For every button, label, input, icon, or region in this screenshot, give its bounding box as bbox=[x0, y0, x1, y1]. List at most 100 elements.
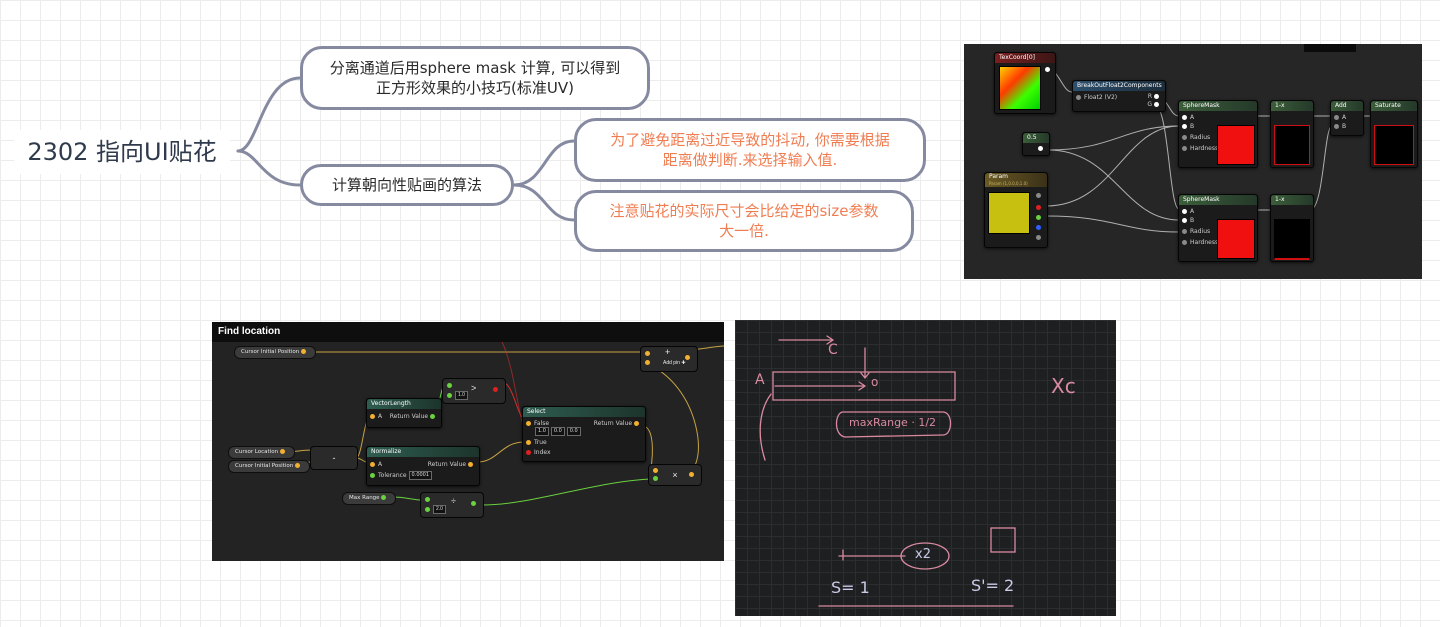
spheremask1-b-label: B bbox=[1190, 123, 1195, 130]
sketch-o: o bbox=[871, 375, 879, 389]
spheremask1-pin-a[interactable]: A bbox=[1182, 114, 1194, 121]
divide-pin-b[interactable]: 2.0 bbox=[425, 505, 446, 514]
spheremask2-pin-a[interactable]: A bbox=[1182, 208, 1194, 215]
mindmap-sub-size[interactable]: 注意贴花的实际尺寸会比给定的size参数 大一倍. bbox=[574, 190, 914, 252]
spheremask-node-1[interactable]: SphereMask A B Radius Hardness bbox=[1178, 100, 1258, 168]
spheremask1-pin-hardness[interactable]: Hardness bbox=[1182, 145, 1218, 152]
select-ret[interactable]: Return Value bbox=[594, 420, 642, 427]
select-node[interactable]: Select False 1.0 0.0 0.0 Return Value Tr… bbox=[522, 406, 646, 462]
constant-out-pin[interactable] bbox=[1038, 146, 1043, 151]
mindmap-root[interactable]: 2302 指向UI贴花 bbox=[14, 130, 230, 174]
offscreen-node bbox=[1304, 44, 1356, 52]
subtract-node[interactable]: - bbox=[310, 446, 358, 470]
add-pin-a[interactable]: A bbox=[1334, 114, 1346, 121]
param-node[interactable]: Param Param (1,0.0,0,1.0) bbox=[984, 172, 1048, 248]
multiply-op: × bbox=[672, 470, 678, 480]
multiply-pin-b[interactable] bbox=[653, 476, 658, 481]
multiply-node[interactable]: × bbox=[648, 464, 702, 486]
select-pin-false[interactable]: False bbox=[526, 420, 549, 427]
blueprint-image: Find location Cursor Initial Position Cu… bbox=[212, 322, 724, 561]
break-components-node[interactable]: BreakOutFloat2Components Float2 (V2) R G bbox=[1072, 80, 1166, 112]
var-cursor-initial-position-2[interactable]: Cursor Initial Position bbox=[228, 460, 310, 473]
oneminus2-title: 1-x bbox=[1271, 195, 1313, 205]
param-pin-g[interactable] bbox=[1036, 215, 1041, 220]
divide-op: ÷ bbox=[451, 496, 456, 506]
compare-pin-b[interactable]: 1.0 bbox=[447, 391, 468, 400]
mindmap-branch-algorithm[interactable]: 计算朝向性贴画的算法 bbox=[300, 164, 514, 206]
mindmap-branch-sphere-mask[interactable]: 分离通道后用sphere mask 计算, 可以得到 正方形效果的小技巧(标准U… bbox=[300, 46, 650, 110]
select-pin-index[interactable]: Index bbox=[526, 449, 551, 456]
spheremask2-radius-label: Radius bbox=[1190, 228, 1211, 235]
material-graph-image: TexCoord[0] BreakOutFloat2Components Flo… bbox=[964, 44, 1422, 279]
add-vector-pin-b[interactable] bbox=[645, 360, 650, 365]
add-node[interactable]: Add A B bbox=[1330, 100, 1364, 136]
param-pin-a[interactable] bbox=[1036, 235, 1041, 240]
var-max-range[interactable]: Max Range bbox=[342, 492, 397, 505]
select-pin-true[interactable]: True bbox=[526, 439, 547, 446]
branch1-line1: 分离通道后用sphere mask 计算, 可以得到 bbox=[329, 59, 621, 77]
break-r-pin[interactable]: R bbox=[1148, 93, 1162, 100]
add-pin-b[interactable]: B bbox=[1334, 123, 1346, 130]
select-x-value[interactable]: 1.0 bbox=[535, 427, 549, 436]
saturate-node[interactable]: Saturate bbox=[1370, 100, 1418, 168]
normalize-tol-value[interactable]: 0.0001 bbox=[408, 471, 433, 480]
break-input-pin[interactable]: Float2 (V2) bbox=[1076, 94, 1117, 101]
saturate-preview bbox=[1374, 125, 1414, 165]
spheremask1-pin-radius[interactable]: Radius bbox=[1182, 134, 1210, 141]
spheremask2-a-label: A bbox=[1190, 208, 1195, 215]
oneminus-node-1[interactable]: 1-x bbox=[1270, 100, 1314, 168]
normalize-ret[interactable]: Return Value bbox=[428, 461, 476, 468]
vectorlength-node[interactable]: VectorLength A Return Value bbox=[366, 398, 442, 428]
spheremask2-pin-radius[interactable]: Radius bbox=[1182, 228, 1210, 235]
spheremask1-pin-b[interactable]: B bbox=[1182, 123, 1194, 130]
select-z-value[interactable]: 0.0 bbox=[566, 427, 581, 436]
mindmap-sub-jitter[interactable]: 为了避免距离过近导致的抖动, 你需要根据 距离做判断.来选择输入值. bbox=[574, 118, 926, 182]
normalize-node[interactable]: Normalize A Tolerance 0.0001 Return Valu… bbox=[366, 446, 480, 486]
vectorlength-pin-a[interactable]: A bbox=[370, 413, 382, 420]
var-cursor-initial-2-label: Cursor Initial Position bbox=[235, 463, 294, 469]
spheremask1-a-label: A bbox=[1190, 114, 1195, 121]
normalize-pin-a[interactable]: A bbox=[370, 461, 382, 468]
spheremask-node-2[interactable]: SphereMask A B Radius Hardness bbox=[1178, 194, 1258, 262]
add-vector-op: + bbox=[665, 347, 671, 357]
texcoord-out-pin[interactable] bbox=[1045, 67, 1050, 72]
spheremask2-pin-b[interactable]: B bbox=[1182, 217, 1194, 224]
spheremask2-pin-hardness[interactable]: Hardness bbox=[1182, 239, 1218, 246]
param-subtitle: Param (1,0.0,0,1.0) bbox=[989, 181, 1028, 186]
var-cursor-location[interactable]: Cursor Location bbox=[228, 446, 295, 459]
divide-out-pin[interactable] bbox=[471, 501, 476, 506]
compare-node[interactable]: 1.0 > bbox=[442, 378, 506, 404]
compare-out-pin[interactable] bbox=[493, 387, 498, 392]
add-vector-out-pin[interactable] bbox=[685, 355, 690, 360]
param-pin-1[interactable] bbox=[1036, 193, 1041, 198]
texcoord-node[interactable]: TexCoord[0] bbox=[994, 52, 1056, 114]
subtract-op: - bbox=[332, 453, 336, 463]
var-cursor-location-label: Cursor Location bbox=[235, 449, 279, 455]
param-pin-b[interactable] bbox=[1036, 225, 1041, 230]
spheremask1-hardness-label: Hardness bbox=[1190, 145, 1219, 152]
add-vector-pin-a[interactable] bbox=[645, 351, 650, 356]
var-max-range-label: Max Range bbox=[349, 495, 380, 501]
multiply-pin-a[interactable] bbox=[653, 468, 658, 473]
branch1-line2: 正方形效果的小技巧(标准UV) bbox=[376, 79, 574, 97]
spheremask2-b-label: B bbox=[1190, 217, 1195, 224]
compare-pin-a[interactable] bbox=[447, 383, 452, 388]
normalize-ret-label: Return Value bbox=[427, 461, 467, 468]
constant-node[interactable]: 0.5 bbox=[1022, 132, 1050, 156]
vectorlength-ret[interactable]: Return Value bbox=[390, 413, 438, 420]
break-g-pin[interactable]: G bbox=[1147, 101, 1162, 108]
oneminus1-preview bbox=[1274, 125, 1310, 165]
add-pin-button[interactable]: Add pin ✚ bbox=[663, 360, 686, 366]
select-y-value[interactable]: 0.0 bbox=[550, 427, 565, 436]
compare-value[interactable]: 1.0 bbox=[455, 391, 468, 400]
var-cursor-initial-position[interactable]: Cursor Initial Position bbox=[234, 346, 316, 359]
multiply-out-pin[interactable] bbox=[689, 472, 694, 477]
divide-pin-a[interactable] bbox=[425, 497, 430, 502]
divide-value[interactable]: 2.0 bbox=[433, 505, 446, 514]
add-vector-node[interactable]: + Add pin ✚ bbox=[640, 346, 698, 372]
oneminus-node-2[interactable]: 1-x bbox=[1270, 194, 1314, 262]
normalize-pin-tolerance[interactable]: Tolerance 0.0001 bbox=[370, 471, 433, 480]
divide-node[interactable]: 2.0 ÷ bbox=[420, 492, 484, 518]
select-false-vector[interactable]: 1.0 0.0 0.0 bbox=[535, 427, 581, 436]
param-pin-r[interactable] bbox=[1036, 205, 1041, 210]
